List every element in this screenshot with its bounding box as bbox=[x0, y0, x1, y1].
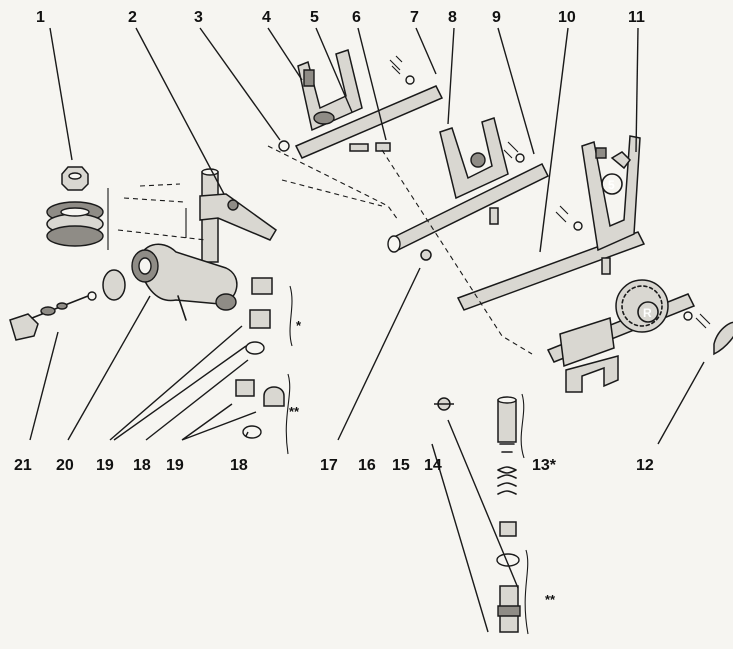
callout-6: 6 bbox=[352, 9, 361, 26]
group-mark-single: * bbox=[296, 318, 302, 333]
part-nut-and-spring-washers bbox=[46, 166, 109, 250]
assembly-dashed-lines bbox=[117, 145, 533, 355]
part-detent-stack bbox=[434, 393, 529, 635]
callout-12: 12 bbox=[636, 457, 654, 474]
part-middle-rod-and-fork bbox=[387, 117, 550, 261]
callout-11: 11 bbox=[628, 9, 645, 26]
group-mark-double-lower: ** bbox=[545, 592, 556, 607]
callout-18-a: 18 bbox=[133, 457, 151, 474]
callout-13: 13* bbox=[532, 457, 557, 474]
leader-lines bbox=[29, 27, 705, 633]
part-ball-rod bbox=[9, 269, 126, 341]
callout-4: 4 bbox=[262, 9, 271, 26]
callout-1: 1 bbox=[36, 9, 45, 26]
group-mark-double: ** bbox=[289, 404, 300, 419]
gear-reverse-marker: R bbox=[643, 306, 652, 320]
part-lower-rod-and-fork bbox=[456, 135, 646, 311]
callout-7: 7 bbox=[410, 9, 419, 26]
callout-5: 5 bbox=[310, 9, 319, 26]
callout-15: 15 bbox=[392, 457, 410, 474]
callout-19-a: 19 bbox=[96, 457, 114, 474]
callout-8: 8 bbox=[448, 9, 457, 26]
callout-labels: 1 2 3 4 5 6 7 8 9 10 11 12 13* 14 15 16 … bbox=[14, 9, 654, 474]
callout-9: 9 bbox=[492, 9, 501, 26]
callout-20: 20 bbox=[56, 457, 74, 474]
callout-18-b: 18 bbox=[230, 457, 248, 474]
part-selector-lever bbox=[185, 168, 277, 263]
callout-19-b: 19 bbox=[166, 457, 184, 474]
callout-21: 21 bbox=[14, 457, 32, 474]
part-reverse-shaft-and-gear bbox=[546, 279, 733, 393]
callout-3: 3 bbox=[194, 9, 203, 26]
callout-16: 16 bbox=[358, 457, 376, 474]
gear-fifth-marker: 5 bbox=[608, 178, 615, 192]
part-crank-housing bbox=[131, 243, 238, 321]
part-bushes-and-clips bbox=[215, 277, 293, 455]
callout-2: 2 bbox=[128, 9, 137, 26]
part-upper-rod-and-fork bbox=[278, 49, 444, 159]
callout-10: 10 bbox=[558, 9, 576, 26]
callout-14: 14 bbox=[424, 457, 442, 474]
callout-17: 17 bbox=[320, 457, 338, 474]
